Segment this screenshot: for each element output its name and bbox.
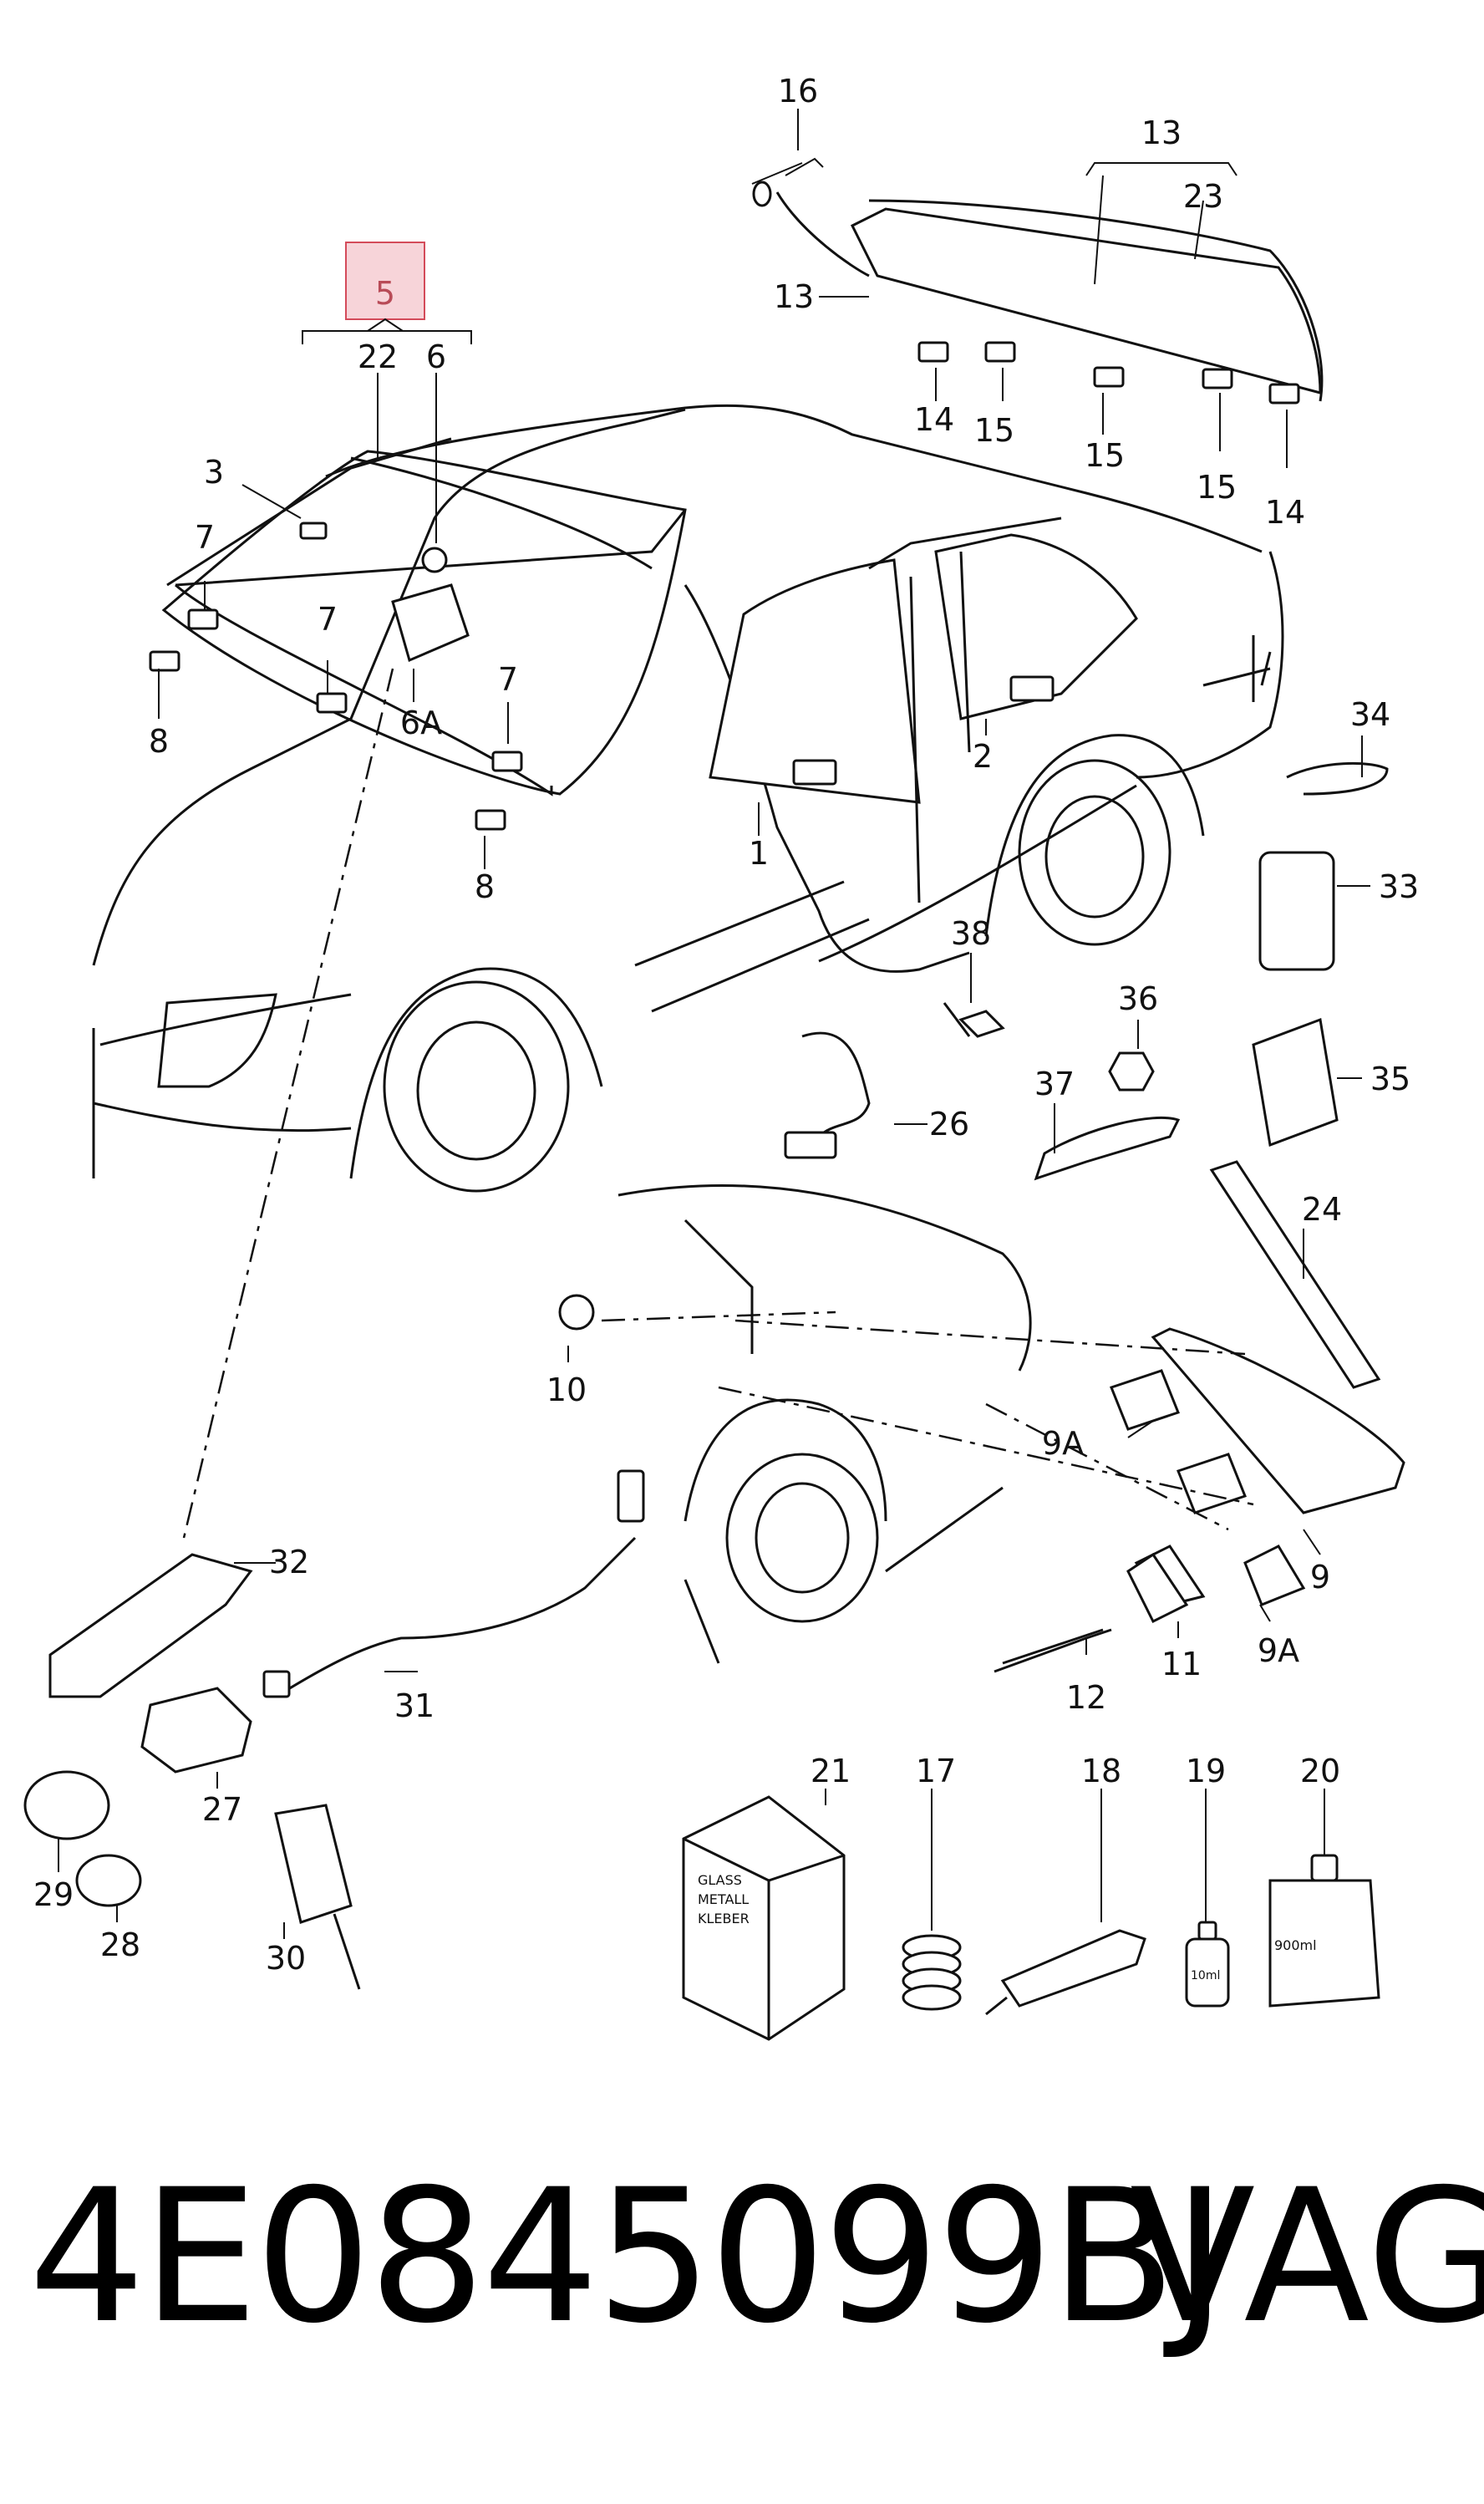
- callout-13: 13: [774, 278, 814, 315]
- callout-1: 1: [749, 835, 769, 872]
- callout-15-b: 15: [1085, 437, 1125, 474]
- glue-box-line-2: METALL: [698, 1891, 749, 1907]
- callout-9a-right: 9A: [1258, 1632, 1299, 1669]
- glue-box-line-1: GLASS: [698, 1872, 742, 1888]
- callout-2: 2: [973, 738, 993, 775]
- callout-38: 38: [951, 915, 991, 952]
- callout-9a-left: 9A: [1042, 1425, 1084, 1462]
- glue-box-line-3: KLEBER: [698, 1911, 750, 1926]
- callout-14-left: 14: [914, 401, 954, 438]
- callout-28: 28: [100, 1926, 140, 1963]
- bracket-5-tip: [367, 318, 404, 332]
- brand-label: VAG: [1130, 2150, 1484, 2364]
- rear-quarter: [558, 1183, 1405, 1673]
- callout-7-right: 7: [498, 661, 518, 698]
- clips: [149, 522, 1055, 831]
- callout-12: 12: [1066, 1679, 1106, 1716]
- bracket-5: [302, 330, 472, 344]
- callout-15-c: 15: [1197, 469, 1237, 506]
- right-parts: [784, 761, 1389, 1389]
- callout-33: 33: [1379, 868, 1419, 905]
- callout-26: 26: [929, 1106, 969, 1143]
- callout-32: 32: [269, 1544, 309, 1580]
- callout-24: 24: [1302, 1191, 1342, 1228]
- sensor-assembly: [23, 1469, 645, 1990]
- callout-37: 37: [1034, 1066, 1075, 1102]
- callout-8-right: 8: [475, 868, 495, 905]
- callout-11: 11: [1161, 1646, 1202, 1682]
- rear-window-assembly: [751, 157, 1324, 405]
- large-bottle-label: 900ml: [1274, 1937, 1317, 1953]
- callout-6a: 6A: [400, 705, 442, 741]
- leader-dashed-3: [718, 1386, 1254, 1506]
- callout-21: 21: [811, 1753, 851, 1789]
- callout-36: 36: [1118, 980, 1158, 1017]
- callout-3: 3: [204, 454, 224, 491]
- callout-19: 19: [1186, 1753, 1226, 1789]
- callout-23: 23: [1183, 178, 1223, 215]
- callout-20: 20: [1300, 1753, 1340, 1789]
- callout-14-right: 14: [1265, 494, 1305, 531]
- callout-22: 22: [358, 338, 398, 375]
- callout-9: 9: [1310, 1559, 1330, 1596]
- parts-diagram: 5: [23, 73, 1419, 2041]
- car-body: [92, 404, 1284, 1193]
- callout-18: 18: [1081, 1753, 1121, 1789]
- leader-dashed-4: [985, 1402, 1229, 1531]
- callout-35: 35: [1370, 1061, 1410, 1097]
- leader-lines: [58, 109, 1370, 1939]
- callout-6: 6: [426, 338, 446, 375]
- callout-10: 10: [546, 1372, 587, 1408]
- callout-16: 16: [778, 73, 818, 109]
- callout-29: 29: [33, 1876, 74, 1913]
- highlight-label: 5: [375, 275, 395, 312]
- windshield-trim: [350, 456, 653, 663]
- small-bottle-label: 10ml: [1191, 1969, 1220, 1982]
- callout-13-top: 13: [1141, 115, 1182, 151]
- callout-15-a: 15: [974, 412, 1014, 449]
- callout-labels: 16 13 23 13 14 15 15 15 14 22 6 3 7 7 7 …: [33, 73, 1419, 1977]
- callout-27: 27: [202, 1791, 242, 1828]
- callout-30: 30: [266, 1940, 306, 1977]
- highlight-box[interactable]: [345, 242, 425, 320]
- callout-31: 31: [394, 1687, 435, 1724]
- part-number: 4E0845099BJ: [28, 2150, 1227, 2364]
- callout-7-middle: 7: [318, 601, 338, 638]
- callout-7-left: 7: [195, 519, 215, 556]
- leader-dashed-1: [182, 668, 394, 1539]
- callout-34: 34: [1350, 696, 1390, 733]
- callout-8-left: 8: [149, 723, 169, 760]
- leader-dashed-2: [734, 1319, 1246, 1356]
- consumables: GLASS METALL KLEBER 10ml 900ml: [682, 1552, 1380, 2041]
- callout-17: 17: [916, 1753, 956, 1789]
